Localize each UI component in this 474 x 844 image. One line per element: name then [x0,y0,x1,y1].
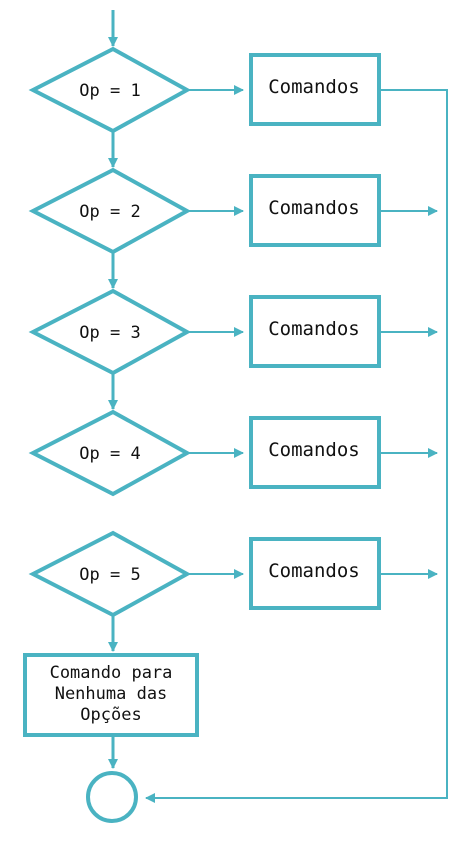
return-line [145,89,448,803]
default-command-line-1: Comando para [50,663,173,683]
decision-label-4: Op = 4 [79,444,140,464]
command-label-1: Comandos [268,76,360,98]
command-box-5 [249,537,381,610]
default-command-line-2: Nenhuma das [55,684,168,704]
default-command-line-3: Opções [80,705,141,725]
command-label-2: Comandos [268,197,360,219]
decision-label-1: Op = 1 [79,81,140,101]
decision-label-5: Op = 5 [79,565,140,585]
command-box-2 [249,174,381,247]
command-label-4: Comandos [268,439,360,461]
end-connector [86,771,138,823]
decision-label-2: Op = 2 [79,202,140,222]
command-box-1 [249,53,381,126]
command-label-5: Comandos [268,560,360,582]
default-command-box [23,653,199,737]
decision-label-3: Op = 3 [79,323,140,343]
command-label-3: Comandos [268,318,360,340]
